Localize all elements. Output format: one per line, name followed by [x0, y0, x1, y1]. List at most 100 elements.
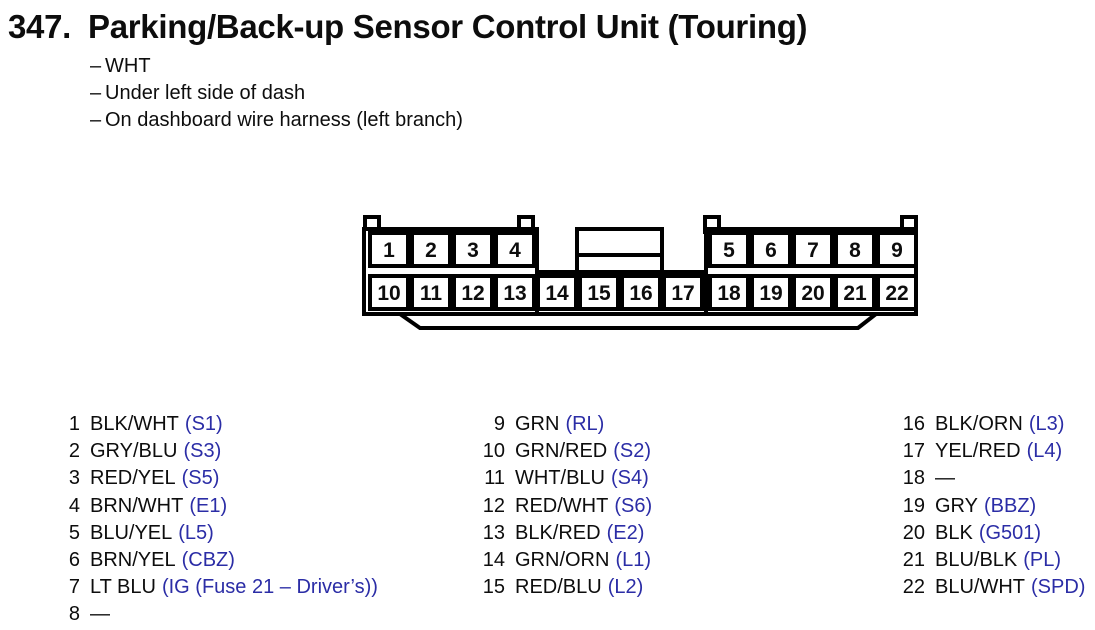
section-number: 347. — [8, 8, 72, 45]
wire-color: — — [935, 467, 955, 490]
wire-color: GRN — [515, 413, 560, 435]
circuit-code: (S1) — [184, 413, 223, 435]
pin-number: 13 — [482, 521, 505, 544]
wire-color: GRN/ORN — [515, 549, 610, 572]
pin-cell-3 — [452, 231, 494, 268]
circuit-code: (SPD) — [1031, 576, 1086, 599]
pin-number: 19 — [902, 494, 925, 517]
wire-color: — — [90, 603, 110, 626]
pin-number: 22 — [902, 576, 925, 599]
pin-cell-label: 14 — [545, 282, 569, 305]
circuit-code: (RL) — [565, 413, 605, 435]
pin-number: 7 — [68, 576, 80, 599]
pin-cell-19 — [750, 274, 792, 311]
circuit-code: (E2) — [606, 521, 645, 544]
wire-color: BLK/ORN — [935, 413, 1023, 435]
circuit-code: (L1) — [615, 549, 652, 572]
circuit-code: (L5) — [178, 521, 214, 544]
wire-color: GRY/BLU — [90, 440, 178, 463]
pin-cell-7 — [792, 231, 834, 268]
circuit-code: (PL) — [1023, 549, 1062, 572]
pin-number: 21 — [902, 549, 925, 572]
circuit-code: (E1) — [189, 494, 228, 517]
circuit-code: (S2) — [613, 440, 652, 463]
pin-cell-label: 15 — [587, 282, 611, 305]
pin-cell-15 — [578, 274, 620, 311]
circuit-code: (S6) — [614, 494, 653, 517]
circuit-code: (BBZ) — [983, 494, 1037, 517]
pin-cell-5 — [708, 231, 750, 268]
pin-cell-label: 1 — [383, 239, 395, 262]
wire-color: BLU/YEL — [90, 521, 173, 544]
pin-cell-6 — [750, 231, 792, 268]
pin-cell-2 — [410, 231, 452, 268]
pin-cell-16 — [620, 274, 662, 311]
circuit-code: (IG (Fuse 21 – Driver’s)) — [161, 576, 378, 599]
pin-cell-label: 22 — [885, 282, 908, 305]
pin-cell-label: 19 — [759, 282, 782, 305]
pin-number: 8 — [68, 603, 80, 626]
pin-cell-label: 18 — [717, 282, 741, 305]
pin-row: 8— — [54, 601, 378, 628]
pin-number: 12 — [482, 494, 505, 517]
pin-number: 9 — [493, 413, 505, 435]
pin-cell-label: 2 — [425, 239, 437, 262]
note-line: –Under left side of dash — [90, 80, 463, 107]
note-dash: – — [90, 82, 102, 104]
note-dash: – — [90, 109, 102, 131]
circuit-code: (S3) — [183, 440, 222, 463]
circuit-code: (L2) — [607, 576, 644, 599]
connector-key-slot — [575, 227, 664, 274]
pin-row: 1 BLK/WHT(S1) — [54, 411, 378, 438]
pin-number: 17 — [902, 440, 925, 463]
note-text: Under left side of dash — [105, 82, 306, 104]
note-line: –WHT — [90, 53, 463, 80]
pin-cell-label: 5 — [723, 239, 735, 262]
pin-cell-21 — [834, 274, 876, 311]
circuit-code: (G501) — [978, 521, 1042, 544]
pin-number: 5 — [68, 521, 80, 544]
note-dash: – — [90, 55, 102, 77]
pin-cell-8 — [834, 231, 876, 268]
pin-cell-13 — [494, 274, 536, 311]
pin-cell-label: 17 — [671, 282, 694, 305]
pin-row: 2 GRY/BLU(S3) — [54, 438, 378, 465]
connector-notes: –WHT –Under left side of dash –On dashbo… — [90, 53, 463, 134]
wire-color: RED/BLU — [515, 576, 602, 599]
wire-color: BLU/WHT — [935, 576, 1025, 599]
pin-cell-label: 21 — [843, 282, 867, 305]
pin-row: 22 BLU/WHT (SPD) — [899, 574, 1086, 601]
circuit-code: (S4) — [611, 467, 649, 490]
wire-color: BLK/WHT — [90, 413, 179, 435]
pin-number: 4 — [68, 494, 80, 517]
wire-color: BRN/YEL — [90, 549, 176, 572]
pin-number: 18 — [902, 467, 925, 490]
note-line: –On dashboard wire harness (left branch) — [90, 107, 463, 134]
pin-cell-4 — [494, 231, 536, 268]
pin-cell-18 — [708, 274, 750, 311]
pin-number: 15 — [482, 576, 505, 599]
connector-base-notch — [393, 312, 882, 330]
pin-number: 20 — [902, 521, 925, 544]
pin-number: 1 — [68, 413, 80, 435]
pin-cell-label: 7 — [807, 239, 819, 262]
pin-cell-label: 9 — [891, 239, 903, 262]
circuit-code: (CBZ) — [181, 549, 235, 572]
wire-color: BRN/WHT — [90, 494, 184, 517]
pin-number: 14 — [482, 549, 505, 572]
circuit-code: (S5) — [181, 467, 220, 490]
pin-number: 2 — [68, 440, 80, 463]
pin-row: 5 BLU/YEL(L5) — [54, 520, 378, 547]
